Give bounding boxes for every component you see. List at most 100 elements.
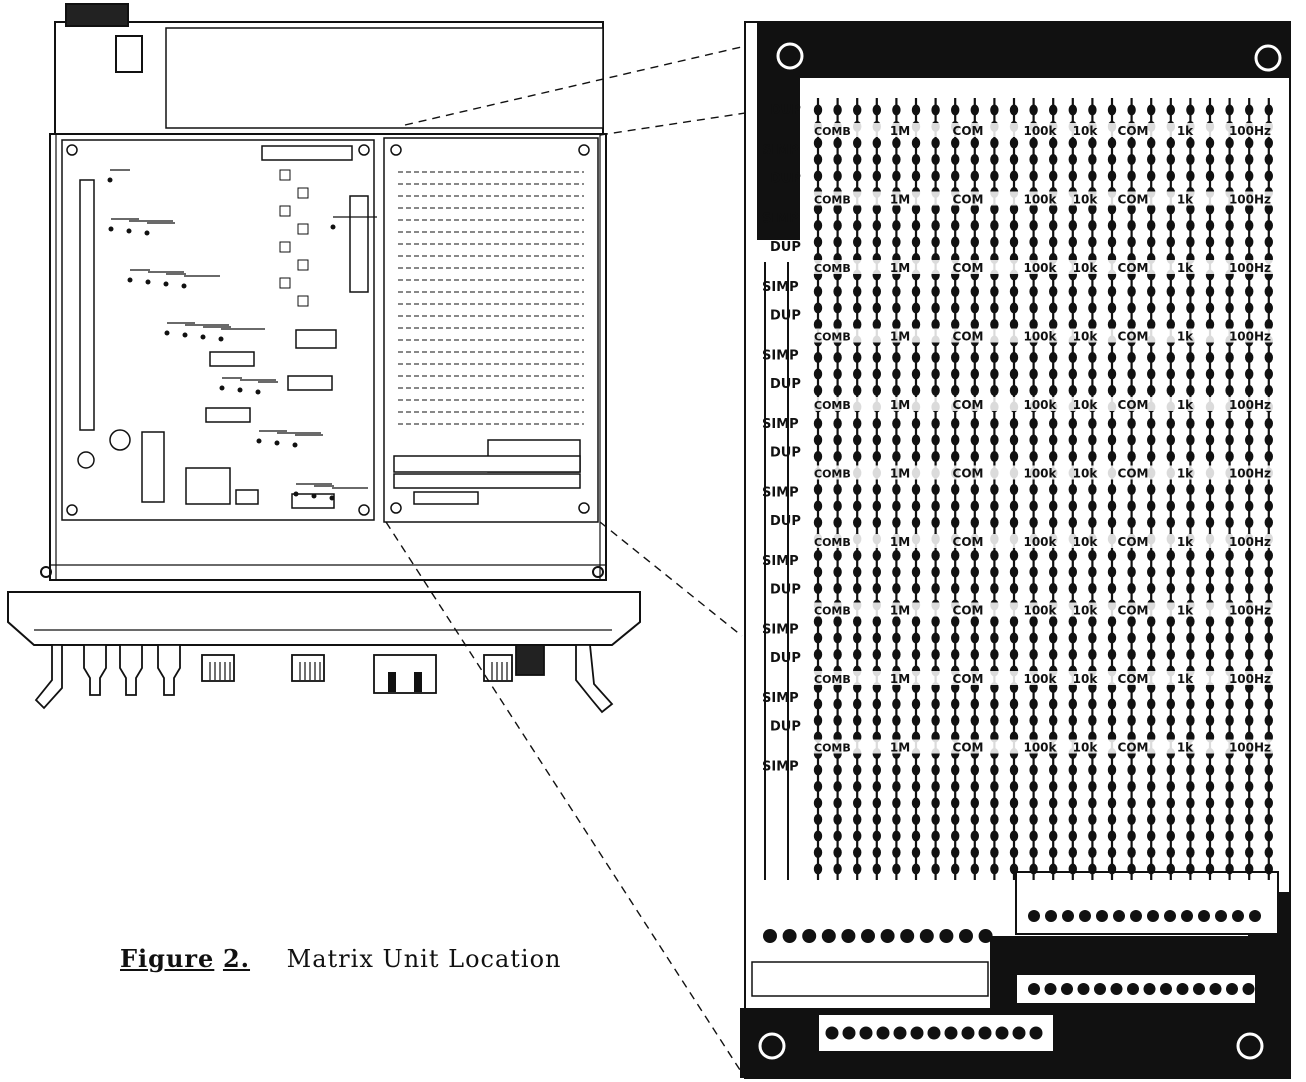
board-pad	[911, 368, 921, 380]
board-pad	[833, 418, 842, 429]
board-pad	[833, 781, 842, 792]
board-pad	[1166, 302, 1176, 314]
board-pad	[1107, 517, 1117, 528]
board-pad	[1107, 451, 1117, 462]
board-pad	[1225, 632, 1234, 644]
row-label-simp: SIMP	[762, 417, 799, 432]
row-label-simp: SIMP	[762, 280, 799, 295]
board-pad	[1029, 286, 1038, 297]
board-pad	[931, 434, 940, 446]
board-pad	[1068, 583, 1078, 594]
board-pad	[1264, 170, 1274, 182]
board-pad	[1009, 302, 1019, 314]
board-pad	[853, 104, 862, 116]
board-pad	[1186, 203, 1195, 215]
board-pad	[1166, 286, 1176, 297]
board-pad	[1205, 781, 1215, 792]
connector-pin	[1209, 983, 1222, 995]
board-pad	[1264, 632, 1274, 644]
connector-pin	[1077, 983, 1090, 995]
row-label-dup: DUP	[770, 583, 801, 598]
board-pad	[1225, 715, 1234, 726]
pcb-component	[126, 228, 132, 234]
board-pad	[1205, 632, 1215, 644]
board-pad	[1049, 434, 1058, 446]
board-pad	[1186, 368, 1195, 380]
board-pad	[853, 302, 862, 314]
group-label: 100Hz	[1229, 741, 1271, 755]
board-pad	[853, 286, 862, 297]
board-pad	[1068, 632, 1078, 644]
board-pad	[1088, 583, 1097, 594]
board-pad	[951, 698, 960, 710]
board-row-band	[812, 465, 1282, 480]
board-pad	[931, 484, 940, 495]
board-pad	[1088, 616, 1097, 627]
board-pad	[931, 764, 940, 776]
board-pad	[833, 104, 842, 116]
board-pad	[951, 302, 960, 314]
board-pad	[1245, 170, 1254, 182]
pcb-component	[237, 387, 243, 393]
front-controls	[34, 644, 614, 714]
logic-pcb-traces	[107, 169, 377, 501]
board-pad	[813, 863, 823, 875]
board-pad	[1049, 319, 1058, 330]
group-label: 100k	[1023, 193, 1057, 207]
board-pad	[1264, 583, 1274, 594]
board-pad	[1068, 863, 1078, 875]
board-pad	[1147, 385, 1156, 396]
board-pad	[970, 319, 979, 330]
board-pad	[1029, 302, 1038, 314]
board-pad	[1147, 649, 1156, 660]
board-pad	[931, 236, 940, 248]
connector-pin	[859, 1026, 873, 1040]
board-pad	[990, 451, 999, 462]
board-pad	[813, 385, 823, 396]
board-pad	[1245, 319, 1254, 330]
board-pad	[1245, 236, 1254, 248]
board-pad	[911, 797, 921, 809]
pcb-ic	[297, 223, 309, 235]
board-pad	[1205, 137, 1215, 149]
board-pad	[872, 566, 881, 578]
group-label: 100k	[1023, 398, 1057, 412]
connector-pin-ticks	[209, 662, 513, 692]
board-pad	[853, 632, 862, 644]
pcb-component	[182, 332, 188, 338]
board-pad	[813, 517, 823, 528]
board-pad	[1049, 385, 1058, 396]
board-pad	[1009, 104, 1019, 116]
board-pad	[872, 847, 881, 858]
board-pad	[1186, 286, 1195, 297]
board-pad	[1068, 203, 1078, 215]
board-pad	[1107, 352, 1117, 363]
board-pad	[1029, 715, 1038, 726]
board-pad	[892, 170, 901, 182]
board-pad	[1107, 863, 1117, 875]
board-pad	[931, 797, 940, 809]
connector-pin	[1045, 910, 1057, 922]
board-pad	[931, 517, 940, 528]
board-pad	[1225, 319, 1234, 330]
board-pad	[1264, 236, 1274, 248]
board-row-band	[812, 534, 1282, 548]
board-pad	[853, 550, 862, 561]
board-pad	[911, 385, 921, 396]
board-pad	[1166, 154, 1176, 165]
connector-pin	[1242, 983, 1255, 995]
group-label: 10k	[1073, 330, 1099, 344]
board-pad	[1088, 286, 1097, 297]
board-pad	[1225, 566, 1234, 578]
board-pad	[872, 632, 881, 644]
board-pad	[1088, 203, 1097, 215]
connector-pin	[782, 929, 797, 943]
board-pad	[1205, 863, 1215, 875]
connector-pin	[861, 929, 875, 943]
board-pad	[833, 517, 842, 528]
board-pad	[1245, 715, 1254, 726]
board-pad	[1049, 484, 1058, 495]
board-pad	[1029, 203, 1038, 215]
connector-pin	[1143, 983, 1156, 995]
board-pad	[911, 583, 921, 594]
